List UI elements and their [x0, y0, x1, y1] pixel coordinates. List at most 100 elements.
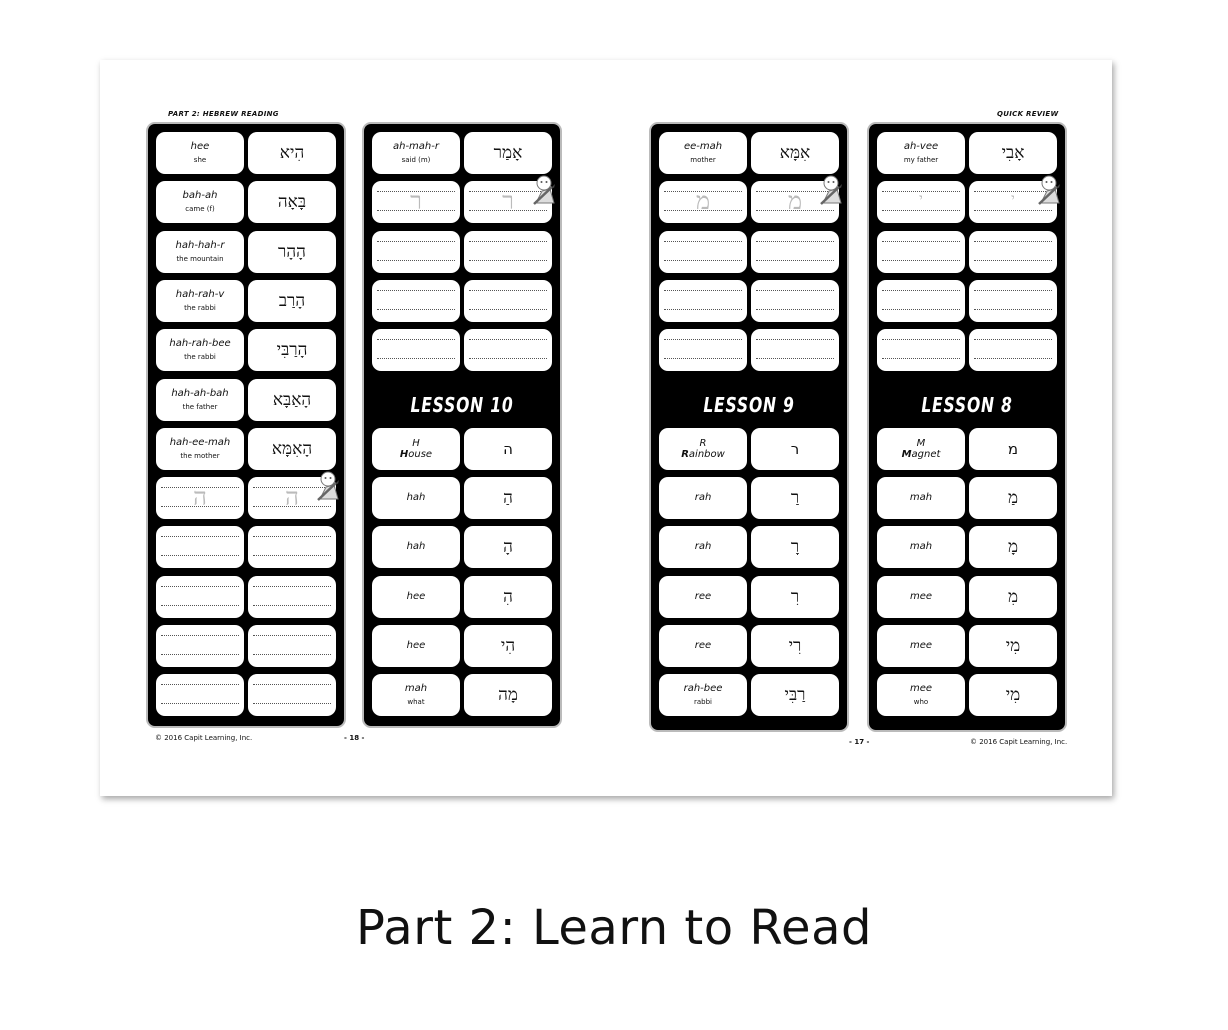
- transliteration: mah: [404, 683, 428, 695]
- writing-box[interactable]: [969, 329, 1057, 372]
- guide-line: [664, 259, 742, 261]
- hebrew-card: הָ: [464, 526, 552, 569]
- transliteration: ree: [694, 590, 712, 602]
- guide-line: [664, 210, 742, 212]
- hebrew-card: הִיא: [248, 132, 336, 174]
- transliteration-card: rah-bee rabbi: [659, 674, 747, 717]
- writing-box[interactable]: ר: [372, 181, 460, 224]
- transliteration: bah-ah: [182, 190, 218, 202]
- guide-line: [469, 339, 547, 341]
- writing-box[interactable]: [248, 674, 336, 717]
- writing-box[interactable]: [877, 279, 965, 322]
- pencil-mascot-icon: [530, 175, 558, 206]
- hebrew-word: אָמַר: [493, 143, 523, 163]
- writing-box[interactable]: [877, 230, 965, 273]
- writing-box[interactable]: [464, 329, 552, 372]
- guide-line: [756, 259, 834, 261]
- hebrew-word: אָבִי: [1001, 143, 1025, 163]
- writing-box[interactable]: [156, 674, 244, 717]
- guide-line: [882, 289, 960, 291]
- transliteration-card: rah: [659, 526, 747, 569]
- hebrew-letter-card: ה: [464, 427, 552, 470]
- card-row: [156, 526, 336, 569]
- writing-box[interactable]: [248, 625, 336, 667]
- transliteration: mee: [909, 640, 933, 651]
- hebrew-card: מִ: [969, 575, 1057, 618]
- writing-box[interactable]: ה: [156, 477, 244, 520]
- hebrew-word: בָּאָה: [277, 192, 307, 213]
- hebrew-card: הָרַבִּי: [248, 329, 336, 372]
- writing-box[interactable]: י: [969, 175, 1060, 224]
- writing-box[interactable]: ה: [248, 471, 339, 520]
- transliteration-card: ree: [659, 575, 747, 618]
- hebrew-syllable: רַ: [790, 488, 800, 509]
- transliteration: hah: [406, 492, 426, 504]
- writing-box[interactable]: י: [877, 181, 965, 224]
- hebrew-card: הִי: [464, 625, 552, 667]
- writing-box[interactable]: [969, 279, 1057, 322]
- hebrew-card: מַ: [969, 477, 1057, 520]
- hebrew-word: הָהָר: [278, 241, 306, 262]
- keyword-initial: H: [399, 448, 409, 460]
- guide-line: [253, 604, 331, 606]
- hebrew-syllable: הַ: [503, 488, 513, 509]
- guide-line: [253, 536, 331, 538]
- hebrew-card: אִמָּא: [751, 132, 839, 174]
- writing-box[interactable]: [751, 329, 839, 372]
- writing-box[interactable]: [372, 230, 460, 273]
- guide-line: [161, 654, 239, 655]
- transliteration: ah-vee: [903, 141, 939, 152]
- hebrew-syllable: רָ: [790, 537, 800, 558]
- guide-line: [882, 191, 960, 193]
- writing-box[interactable]: [156, 526, 244, 569]
- writing-box[interactable]: [659, 279, 747, 322]
- writing-box[interactable]: [248, 575, 336, 618]
- writing-box[interactable]: [751, 230, 839, 273]
- keyword-initial: M: [901, 448, 912, 460]
- writing-box[interactable]: מ: [751, 175, 842, 224]
- writing-box[interactable]: [751, 279, 839, 322]
- guide-line: [882, 308, 960, 310]
- writing-box[interactable]: ר: [464, 175, 555, 224]
- hebrew-word: הָאַבָּא: [272, 389, 312, 410]
- guide-line: [882, 339, 960, 341]
- trace-letter: י: [919, 191, 923, 208]
- transliteration: rah-bee: [683, 683, 723, 695]
- writing-box[interactable]: [156, 575, 244, 618]
- transliteration: hee: [190, 141, 210, 152]
- writing-box[interactable]: [372, 279, 460, 322]
- hebrew-word: הָרַבִּי: [276, 340, 308, 361]
- writing-box[interactable]: [248, 526, 336, 569]
- guide-line: [161, 684, 239, 686]
- cell-gloss: said (m): [401, 156, 431, 164]
- guide-line: [161, 536, 239, 538]
- guide-line: [756, 240, 834, 242]
- writing-box[interactable]: [464, 230, 552, 273]
- writing-box[interactable]: [464, 279, 552, 322]
- writing-box[interactable]: [969, 230, 1057, 273]
- writing-box[interactable]: [156, 625, 244, 667]
- writing-box[interactable]: [877, 329, 965, 372]
- keyword-rest: ouse: [408, 448, 433, 460]
- hebrew-card: מִי: [969, 674, 1057, 717]
- writing-box[interactable]: [659, 230, 747, 273]
- hebrew-card: הִ: [464, 575, 552, 618]
- cell-gloss: rabbi: [694, 698, 712, 707]
- hebrew-card: אָמַר: [464, 132, 552, 174]
- writing-box[interactable]: [372, 329, 460, 372]
- guide-line: [664, 289, 742, 291]
- hebrew-card: רַבִּי: [751, 674, 839, 717]
- letter-name: R: [699, 437, 707, 449]
- writing-box[interactable]: מ: [659, 181, 747, 224]
- hebrew-card: הָאִמָּא: [248, 427, 336, 470]
- writing-box[interactable]: [659, 329, 747, 372]
- card-row: rah רָ: [659, 526, 839, 569]
